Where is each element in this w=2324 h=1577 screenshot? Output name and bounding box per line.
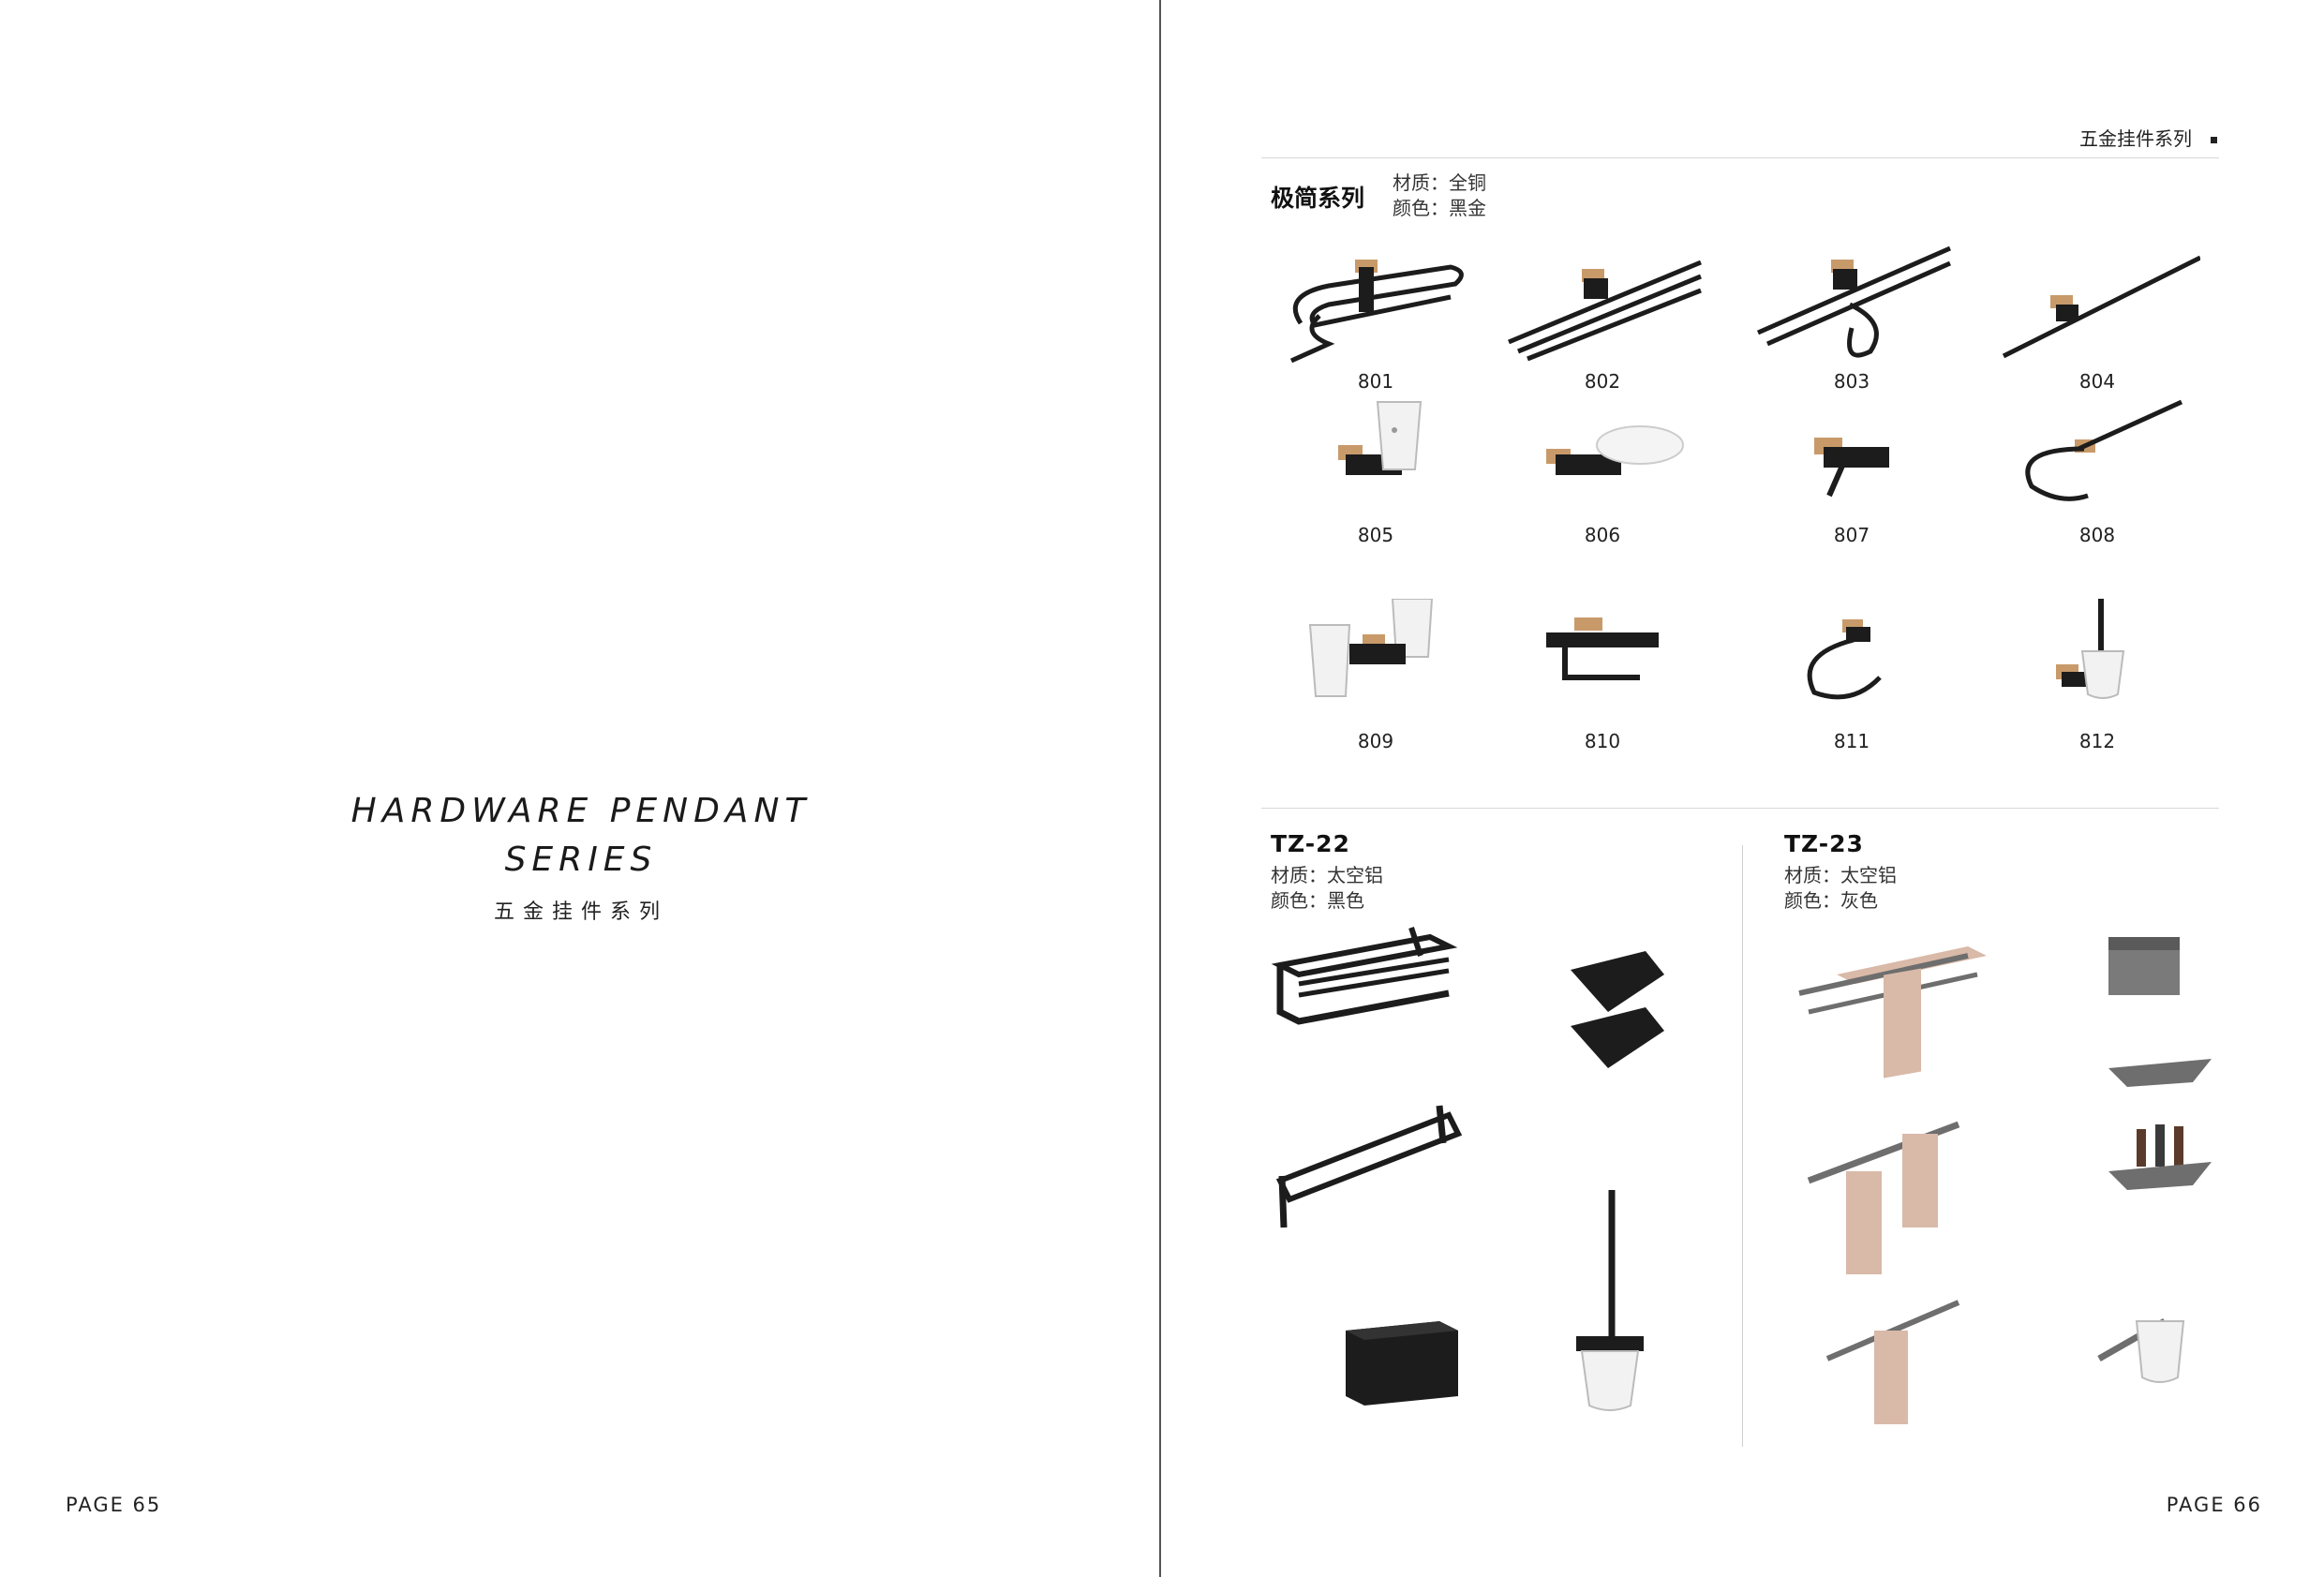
- set-material: 材质：太空铝: [1271, 864, 1383, 886]
- set-material: 材质：太空铝: [1784, 864, 1897, 886]
- cover-title: HARDWARE PENDANT SERIES: [309, 787, 853, 885]
- product-code: 804: [2078, 370, 2116, 393]
- product-code: 806: [1584, 524, 1621, 546]
- product-code: 807: [1833, 524, 1870, 546]
- product-code: 803: [1833, 370, 1870, 393]
- towel-bar-ring-icon: [1756, 245, 1952, 358]
- page-number-right: PAGE 66: [2166, 1494, 2262, 1516]
- soap-dish-icon: [1546, 425, 1684, 475]
- running-head-text: 五金挂件系列: [2079, 127, 2192, 150]
- series-spec: 材质：全铜 颜色：黑金: [1393, 171, 1486, 221]
- running-head: 五金挂件系列: [2079, 124, 2217, 151]
- set-spec-tz22: 材质：太空铝 颜色：黑色: [1271, 863, 1383, 914]
- tz23-products: [1798, 937, 2212, 1424]
- double-cup-holder-icon: [1308, 599, 1434, 697]
- towel-bar-icon: [1807, 1121, 1960, 1274]
- towel-bar-icon: [1275, 1105, 1463, 1228]
- toilet-brush-icon: [2056, 599, 2125, 699]
- product-item: 804: [1985, 239, 2210, 398]
- product-item: 803: [1739, 239, 1964, 398]
- left-page: HARDWARE PENDANT SERIES 五金挂件系列 PAGE 65: [0, 0, 1160, 1577]
- toilet-brush-icon: [1576, 1190, 1644, 1411]
- cover-title-line2: SERIES: [504, 841, 658, 879]
- corner-basket-icon: [2108, 1059, 2212, 1190]
- product-code: 809: [1357, 730, 1394, 752]
- set-title-tz23: TZ-23: [1784, 830, 1864, 857]
- header-rule: [1261, 157, 2219, 158]
- section-rule: [1261, 808, 2219, 809]
- towel-bar-icon: [2002, 255, 2200, 359]
- cover-title-line1: HARDWARE PENDANT: [350, 792, 812, 830]
- product-item: 805: [1263, 393, 1488, 552]
- product-item: 810: [1490, 599, 1715, 758]
- cover-subtitle: 五金挂件系列: [493, 900, 668, 924]
- product-code: 811: [1833, 730, 1870, 752]
- towel-bar-icon: [1508, 260, 1702, 362]
- cup-holder-icon: [1338, 401, 1423, 475]
- product-item: 809: [1263, 599, 1488, 758]
- robe-hook-icon: [1814, 438, 1889, 498]
- tissue-box-icon: [2108, 937, 2180, 995]
- page-number-left: PAGE 65: [66, 1494, 162, 1516]
- product-item: 801: [1263, 239, 1488, 398]
- product-item: 808: [1985, 393, 2210, 552]
- tz22-products: [1271, 927, 1664, 1411]
- series-material: 材质：全铜: [1393, 171, 1486, 194]
- product-item: 812: [1985, 599, 2210, 758]
- right-page: 五金挂件系列 极简系列 材质：全铜 颜色：黑金 801 802: [1162, 0, 2324, 1577]
- book-spine: [1159, 0, 1161, 1577]
- towel-bar-icon: [1825, 1300, 1960, 1424]
- toilet-brush-holder-icon: [2097, 1317, 2185, 1383]
- square-bullet-icon: [2211, 137, 2217, 143]
- towel-ring-icon: [1807, 619, 1882, 700]
- towel-rack-icon: [1271, 927, 1458, 1025]
- product-item: 806: [1490, 393, 1715, 552]
- towel-ring-icon: [2025, 399, 2183, 501]
- set-divider: [1742, 845, 1743, 1447]
- product-code: 801: [1357, 370, 1394, 393]
- product-code: 812: [2078, 730, 2116, 752]
- towel-rack-icon: [1798, 946, 1987, 1079]
- corner-basket-icon: [1571, 951, 1664, 1068]
- set-color: 颜色：灰色: [1784, 889, 1878, 912]
- tissue-box-icon: [1346, 1321, 1458, 1406]
- set-spec-tz23: 材质：太空铝 颜色：灰色: [1784, 863, 1897, 914]
- series-title: 极简系列: [1271, 185, 1365, 212]
- product-item: 811: [1739, 599, 1964, 758]
- product-code: 810: [1584, 730, 1621, 752]
- product-item: 802: [1490, 239, 1715, 398]
- product-code: 808: [2078, 524, 2116, 546]
- product-code: 805: [1357, 524, 1394, 546]
- product-code: 802: [1584, 370, 1621, 393]
- series-color: 颜色：黑金: [1393, 197, 1486, 219]
- set-color: 颜色：黑色: [1271, 889, 1364, 912]
- paper-holder-icon: [1546, 617, 1659, 680]
- product-item: 807: [1739, 393, 1964, 552]
- towel-rack-icon: [1289, 260, 1464, 364]
- set-title-tz22: TZ-22: [1271, 830, 1350, 857]
